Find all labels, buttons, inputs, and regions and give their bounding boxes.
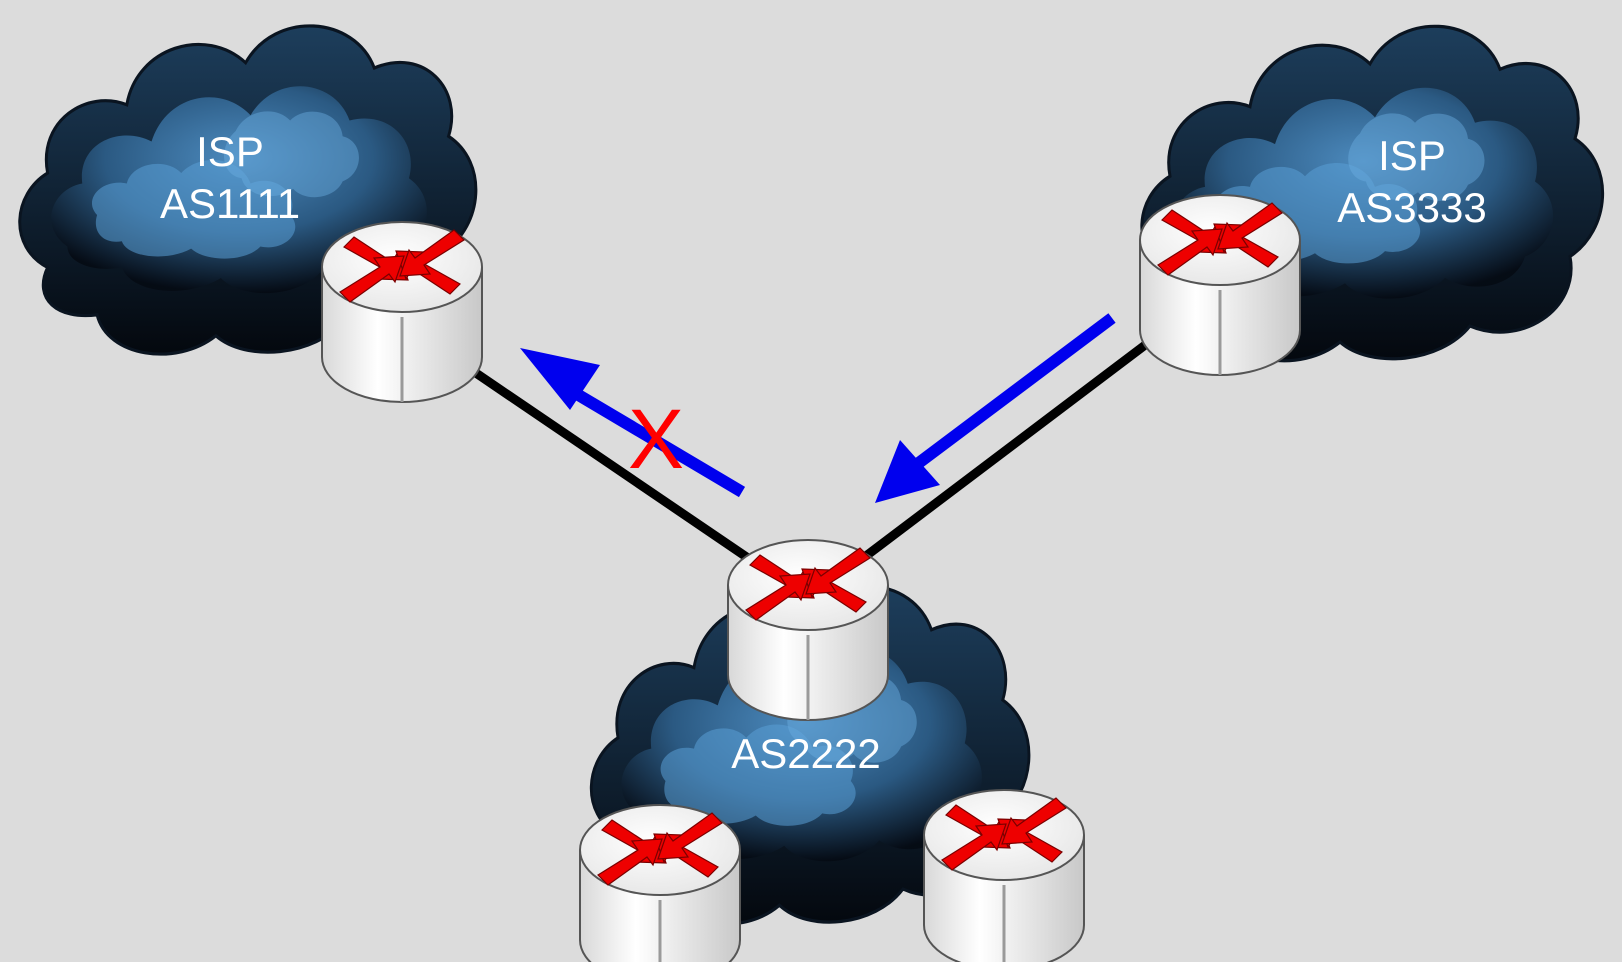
router-as2222-left [578,803,742,962]
cloud-label-as3333: ISP AS3333 [1322,130,1502,234]
advertise-arrow-from-as3333 [875,313,1116,503]
router-as1111 [320,220,484,404]
router-as2222-right [922,788,1086,962]
cloud-label-as2222-line1: AS2222 [731,730,881,777]
cloud-label-as3333-line2: AS3333 [1337,184,1487,231]
cloud-label-as3333-line1: ISP [1378,132,1446,179]
cloud-label-as1111-line1: ISP [196,128,264,175]
cloud-label-as2222: AS2222 [716,728,896,780]
router-as2222-edge [726,538,890,722]
link-as2222-as1111 [442,348,751,562]
advertise-arrow-to-as1111 [520,348,746,498]
cloud-label-as1111-line2: AS1111 [159,180,301,227]
cloud-label-as1111: ISP AS1111 [140,126,320,230]
blocked-route-mark: X [628,392,684,486]
link-as2222-as3333 [855,326,1168,566]
router-as3333 [1138,193,1302,377]
